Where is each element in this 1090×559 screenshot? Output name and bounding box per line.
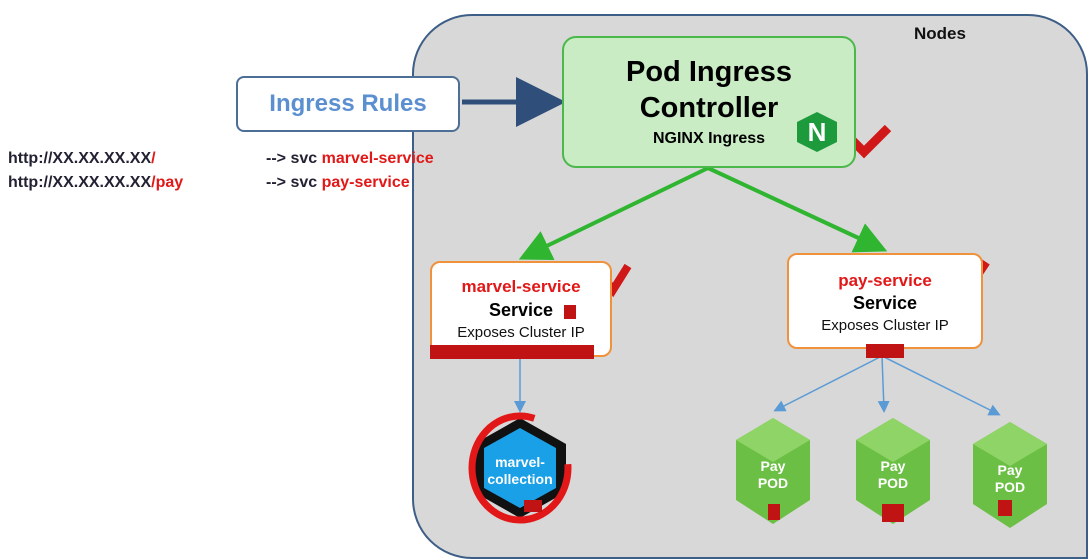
pay-pod-label: Pay POD bbox=[743, 458, 803, 492]
red-highlight-mark bbox=[768, 504, 780, 520]
red-highlight-mark bbox=[882, 504, 904, 522]
pod-label-line1: Pay bbox=[760, 458, 786, 474]
pay-to-pod2-arrow bbox=[877, 355, 890, 413]
red-highlight-mark bbox=[564, 305, 576, 319]
pay-pod-label: Pay POD bbox=[980, 462, 1040, 496]
check-mark-icon bbox=[848, 124, 892, 159]
route-target-2: --> svc pay-service bbox=[266, 174, 410, 192]
service-name: pay-service bbox=[838, 271, 932, 290]
pod-label-line2: POD bbox=[757, 475, 789, 491]
controller-title-line1: Pod Ingress bbox=[626, 56, 792, 88]
marvel-pod-label: marvel- collection bbox=[472, 454, 568, 488]
service-name: marvel-service bbox=[461, 277, 581, 296]
pod-label-line2: POD bbox=[877, 475, 909, 491]
red-highlight-mark bbox=[524, 500, 542, 512]
controller-to-marvel-arrow bbox=[518, 166, 709, 260]
pay-pod-label: Pay POD bbox=[863, 458, 923, 492]
controller-title-line2: Controller bbox=[639, 92, 779, 124]
red-underline-mark bbox=[430, 345, 594, 359]
service-exposes: Exposes Cluster IP bbox=[821, 317, 949, 334]
service-kind: Service bbox=[488, 300, 554, 320]
route-service: marvel-service bbox=[321, 150, 434, 167]
red-highlight-mark bbox=[998, 500, 1012, 516]
pod-label-line1: Pay bbox=[997, 462, 1023, 478]
controller-to-pay-arrow bbox=[707, 166, 888, 253]
pod-label-line2: collection bbox=[487, 471, 553, 487]
route-row-2: http://XX.XX.XX.XX/pay bbox=[8, 174, 183, 192]
pod-label-line1: Pay bbox=[880, 458, 906, 474]
ingress-rules-box: Ingress Rules bbox=[236, 76, 460, 132]
pay-service-box: pay-service Service Exposes Cluster IP bbox=[787, 253, 983, 349]
nginx-icon: N bbox=[797, 112, 837, 152]
service-exposes: Exposes Cluster IP bbox=[457, 324, 585, 341]
pay-pod-icon bbox=[973, 422, 1047, 528]
pay-to-pod3-arrow bbox=[881, 355, 1001, 416]
nodes-label: Nodes bbox=[914, 24, 966, 43]
route-arrow: --> svc bbox=[266, 150, 318, 167]
pay-pod-icon bbox=[856, 418, 930, 524]
route-path: /pay bbox=[151, 174, 184, 191]
marvel-service-box: marvel-service Service Exposes Cluster I… bbox=[430, 261, 612, 357]
pay-pod-icon bbox=[736, 418, 810, 524]
controller-subtitle: NGINX Ingress bbox=[652, 130, 766, 147]
route-arrow: --> svc bbox=[266, 174, 318, 191]
service-kind: Service bbox=[852, 293, 918, 313]
route-service: pay-service bbox=[321, 174, 410, 191]
route-path: / bbox=[151, 150, 156, 167]
pay-to-pod1-arrow bbox=[773, 355, 883, 412]
route-row-1: http://XX.XX.XX.XX/ bbox=[8, 150, 156, 168]
route-host: http://XX.XX.XX.XX bbox=[8, 150, 152, 167]
pod-label-line2: POD bbox=[994, 479, 1026, 495]
red-highlight-mark bbox=[866, 344, 904, 358]
route-target-1: --> svc marvel-service bbox=[266, 150, 434, 168]
pod-label-line1: marvel- bbox=[495, 454, 545, 470]
marvel-pod-icon bbox=[468, 412, 572, 524]
route-host: http://XX.XX.XX.XX bbox=[8, 174, 152, 191]
